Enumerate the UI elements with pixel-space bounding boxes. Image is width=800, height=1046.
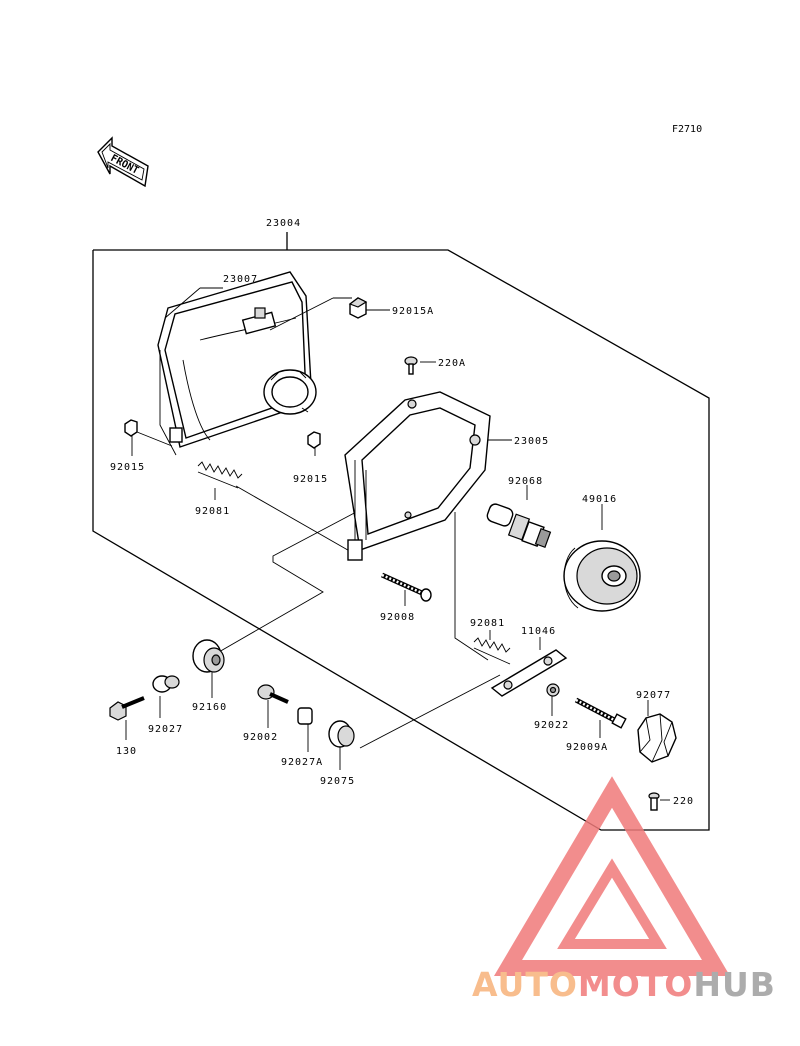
watermark-text: AUTOMOTOHUB bbox=[472, 965, 776, 1004]
assembly-outline bbox=[92, 232, 710, 831]
label-130: 130 bbox=[116, 746, 137, 757]
label-11046: 11046 bbox=[521, 626, 556, 637]
figure-code: F2710 bbox=[672, 124, 702, 135]
grommet-92075 bbox=[328, 720, 355, 748]
label-92027a: 92027A bbox=[281, 757, 323, 768]
label-92015a: 92015A bbox=[392, 306, 434, 317]
spring-92081-low bbox=[473, 637, 511, 665]
watermark-text-auto: AUTO bbox=[472, 965, 578, 1004]
grommet-92160 bbox=[192, 639, 225, 673]
part-labels: 23004 23007 92015A 220A 23005 92015 9201… bbox=[110, 218, 694, 807]
bolt-92002 bbox=[257, 684, 289, 704]
label-92068: 92068 bbox=[508, 476, 543, 487]
spring-92081-top bbox=[197, 461, 243, 489]
collar-92027 bbox=[152, 675, 180, 693]
label-92160: 92160 bbox=[192, 702, 227, 713]
screw-220 bbox=[648, 792, 660, 811]
label-92015-mid: 92015 bbox=[293, 474, 328, 485]
clip-nut-92015a bbox=[348, 297, 368, 319]
knob-92077 bbox=[637, 713, 677, 763]
rubber-cap-49016 bbox=[563, 540, 641, 612]
watermark-text-moto: MOTO bbox=[578, 965, 693, 1004]
label-92081-top: 92081 bbox=[195, 506, 230, 517]
label-92075: 92075 bbox=[320, 776, 355, 787]
clip-nut-92015-left bbox=[124, 419, 138, 437]
bulb-92068 bbox=[486, 503, 552, 548]
label-92002: 92002 bbox=[243, 732, 278, 743]
bolt-130 bbox=[109, 696, 145, 721]
screw-220a bbox=[404, 356, 418, 375]
label-49016: 49016 bbox=[582, 494, 617, 505]
watermark-text-hub: HUB bbox=[693, 965, 776, 1004]
watermark-inner-triangle-icon bbox=[557, 858, 667, 949]
headlight-frame bbox=[344, 391, 491, 561]
bolt-92008 bbox=[380, 572, 432, 602]
label-92009a: 92009A bbox=[566, 742, 608, 753]
adjusting-screw-92009a bbox=[574, 697, 627, 729]
collar-92027a bbox=[297, 707, 313, 725]
front-arrow-icon: FRONT bbox=[97, 136, 149, 188]
label-23005: 23005 bbox=[514, 436, 549, 447]
reflector-housing bbox=[157, 271, 317, 456]
label-23007: 23007 bbox=[223, 274, 258, 285]
label-92008: 92008 bbox=[380, 612, 415, 623]
label-220: 220 bbox=[673, 796, 694, 807]
label-220a: 220A bbox=[438, 358, 466, 369]
watermark-triangle-icon bbox=[493, 776, 731, 976]
clip-nut-92015-mid bbox=[307, 431, 321, 449]
bracket-11046 bbox=[490, 649, 568, 697]
nut-92022 bbox=[546, 683, 560, 697]
label-92077: 92077 bbox=[636, 690, 671, 701]
watermark-logo: AUTOMOTOHUB bbox=[472, 776, 776, 1004]
label-23004: 23004 bbox=[266, 218, 301, 229]
label-92015-left: 92015 bbox=[110, 462, 145, 473]
leader-lines bbox=[125, 287, 670, 801]
label-92081-low: 92081 bbox=[470, 618, 505, 629]
label-92027: 92027 bbox=[148, 724, 183, 735]
label-92022: 92022 bbox=[534, 720, 569, 731]
